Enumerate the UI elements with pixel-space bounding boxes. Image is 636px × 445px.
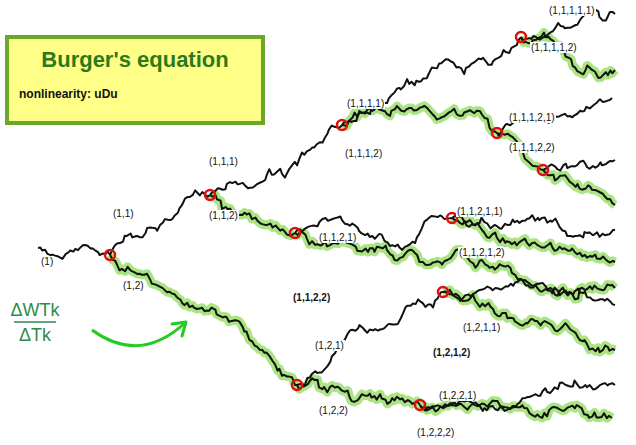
path-label: (1,1,2,2) [292, 292, 331, 303]
green-halo [110, 255, 297, 385]
path-label: (1,1,1,1,2) [530, 42, 578, 53]
path-line [543, 170, 615, 205]
arrow-head [172, 322, 186, 336]
green-halo [452, 218, 615, 263]
path-label: (1,1,1,2,2) [508, 142, 556, 153]
path-line [297, 292, 443, 385]
fraction-text: ΔWTk [11, 300, 60, 320]
path-line [543, 160, 615, 171]
path-line [110, 255, 297, 385]
path-line [297, 378, 420, 405]
green-halo [342, 106, 497, 133]
path-line [452, 218, 615, 263]
fraction-bar [14, 321, 56, 323]
title-box: Burger's equation nonlinearity: uDu [5, 35, 265, 125]
path-label: (1,2) [122, 280, 145, 291]
path-line [443, 290, 615, 352]
title-text: Burger's equation [19, 47, 251, 73]
green-arrow [92, 322, 186, 346]
fraction-text: ΔTk [19, 325, 51, 345]
branch-point [290, 228, 300, 238]
path-label: (1,2,1,2) [432, 347, 471, 358]
path-label: (1,2,1,1) [462, 322, 501, 333]
green-halo [295, 232, 615, 299]
path-line [443, 279, 615, 305]
path-label: (1,2,2,1) [438, 390, 477, 401]
path-label: (1,1,2,1,2) [458, 247, 506, 258]
green-halo [420, 401, 612, 419]
path-label: (1,1,1,2) [344, 148, 383, 159]
branch-point [516, 32, 526, 42]
branch-point [438, 287, 448, 297]
path-line [295, 232, 615, 299]
path-label: (1,1,1,1) [346, 98, 385, 109]
branch-point [292, 380, 302, 390]
path-label: (1,1,2,1,1) [456, 206, 504, 217]
path-line [521, 33, 615, 78]
path-label: (1,1,2,1) [318, 232, 357, 243]
path-label: (1,1,2) [208, 210, 239, 221]
path-label: (1,1) [112, 208, 135, 219]
green-halo [543, 170, 615, 205]
path-line [521, 6, 615, 40]
path-line [342, 106, 497, 133]
path-line [452, 215, 615, 237]
path-line [420, 401, 612, 419]
path-line [110, 190, 210, 255]
path-label: (1,1,1,1,1) [548, 5, 596, 16]
subtitle-text: nonlinearity: uDu [19, 87, 251, 101]
path-label: (1,2,2,2) [416, 427, 455, 438]
branch-point [105, 250, 115, 260]
green-halo [297, 378, 420, 405]
path-label: (1,1,1,2,1) [508, 112, 556, 123]
path-label: (1,1,1) [208, 156, 239, 167]
green-halo [521, 33, 615, 78]
path-line [497, 98, 612, 136]
branch-point [337, 120, 347, 130]
branch-point [205, 190, 215, 200]
path-label: (1) [40, 256, 54, 267]
branch-point [492, 128, 502, 138]
branch-point [538, 165, 548, 175]
path-label: (1,2,1) [314, 340, 345, 351]
green-halo [443, 290, 615, 352]
branch-point [415, 400, 425, 410]
path-label: (1,2,2) [318, 405, 349, 416]
